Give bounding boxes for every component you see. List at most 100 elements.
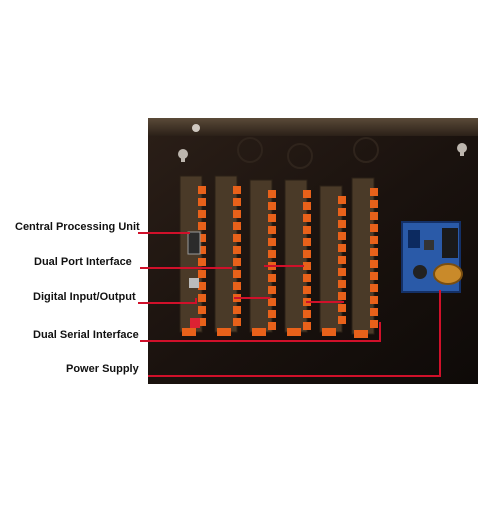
knockout bbox=[287, 143, 313, 169]
terminal-block bbox=[198, 270, 206, 278]
terminal-block bbox=[303, 262, 311, 270]
callout-cpu-label: Central Processing Unit bbox=[15, 221, 140, 233]
terminal-block bbox=[338, 280, 346, 288]
terminal-block bbox=[233, 186, 241, 194]
terminal-block bbox=[303, 310, 311, 318]
terminal-block bbox=[370, 224, 378, 232]
terminal-block bbox=[303, 322, 311, 330]
terminal-block bbox=[198, 306, 206, 314]
terminal-block bbox=[303, 286, 311, 294]
network-jack bbox=[189, 278, 199, 288]
leader-lines bbox=[138, 232, 441, 377]
board-connector bbox=[182, 328, 196, 336]
terminal-block bbox=[303, 274, 311, 282]
terminal-block bbox=[338, 208, 346, 216]
power-terminal-block bbox=[442, 228, 458, 258]
regulator bbox=[424, 240, 434, 250]
board-connector bbox=[252, 328, 266, 336]
terminal-block bbox=[268, 250, 276, 258]
terminal-block bbox=[198, 198, 206, 206]
terminal-block bbox=[268, 310, 276, 318]
terminal-block bbox=[338, 292, 346, 300]
terminal-block bbox=[233, 246, 241, 254]
mounting-keyhole-slot bbox=[460, 148, 464, 156]
terminal-block bbox=[303, 238, 311, 246]
callout-dual-port-label: Dual Port Interface bbox=[34, 256, 132, 268]
terminal-block bbox=[268, 202, 276, 210]
knockout bbox=[237, 137, 263, 163]
knockout bbox=[353, 137, 379, 163]
terminal-block bbox=[233, 306, 241, 314]
terminal-block bbox=[338, 244, 346, 252]
terminal-block bbox=[268, 238, 276, 246]
terminal-block bbox=[268, 226, 276, 234]
board-connector bbox=[354, 330, 368, 338]
callout-digital-io-label: Digital Input/Output bbox=[33, 291, 136, 303]
terminal-block bbox=[370, 296, 378, 304]
enclosure-lid bbox=[148, 118, 478, 136]
terminal-block bbox=[370, 236, 378, 244]
leader-line bbox=[140, 265, 304, 269]
terminal-block bbox=[303, 226, 311, 234]
terminal-block bbox=[233, 222, 241, 230]
capacitor bbox=[408, 230, 420, 248]
terminal-block bbox=[233, 270, 241, 278]
board-connector bbox=[287, 328, 301, 336]
terminal-block bbox=[303, 190, 311, 198]
terminal-block bbox=[198, 186, 206, 194]
terminal-block bbox=[370, 212, 378, 220]
terminal-block bbox=[198, 294, 206, 302]
terminal-block bbox=[198, 222, 206, 230]
terminal-block bbox=[233, 198, 241, 206]
terminal-block bbox=[338, 316, 346, 324]
terminal-block bbox=[233, 234, 241, 242]
terminal-block bbox=[268, 322, 276, 330]
cpu-indicator bbox=[190, 318, 200, 328]
callout-power-supply-label: Power Supply bbox=[66, 363, 139, 375]
terminal-block bbox=[370, 284, 378, 292]
circuit-boards bbox=[179, 175, 378, 338]
terminal-block bbox=[233, 210, 241, 218]
terminal-block bbox=[198, 318, 206, 326]
terminal-block bbox=[268, 214, 276, 222]
terminal-block bbox=[268, 286, 276, 294]
terminal-block bbox=[303, 214, 311, 222]
terminal-block bbox=[303, 250, 311, 258]
terminal-block bbox=[233, 258, 241, 266]
terminal-block bbox=[198, 234, 206, 242]
serial-connector bbox=[187, 231, 201, 255]
terminal-block bbox=[370, 188, 378, 196]
transformer-coil bbox=[433, 263, 463, 285]
leader-line bbox=[140, 322, 381, 342]
terminal-block bbox=[233, 318, 241, 326]
terminal-block bbox=[370, 248, 378, 256]
terminal-block bbox=[370, 320, 378, 328]
terminal-block bbox=[198, 282, 206, 290]
terminal-block bbox=[338, 196, 346, 204]
lid-screw bbox=[192, 124, 200, 132]
terminal-block bbox=[338, 304, 346, 312]
terminal-block bbox=[268, 298, 276, 306]
terminal-block bbox=[338, 220, 346, 228]
terminal-block bbox=[338, 232, 346, 240]
terminal-block bbox=[303, 202, 311, 210]
leader-line bbox=[138, 297, 344, 304]
callout-dual-serial-label: Dual Serial Interface bbox=[33, 329, 139, 341]
terminal-block bbox=[268, 274, 276, 282]
mounting-keyhole-slot bbox=[181, 154, 185, 162]
terminal-block bbox=[370, 260, 378, 268]
terminal-block bbox=[370, 200, 378, 208]
terminal-block bbox=[198, 258, 206, 266]
terminal-block bbox=[198, 246, 206, 254]
terminal-block bbox=[370, 308, 378, 316]
capacitor-round bbox=[413, 265, 427, 279]
terminal-block bbox=[198, 210, 206, 218]
leader-line bbox=[148, 290, 441, 377]
terminal-block bbox=[268, 190, 276, 198]
terminal-block bbox=[338, 256, 346, 264]
board-connector bbox=[322, 328, 336, 336]
terminal-block bbox=[338, 268, 346, 276]
terminal-block bbox=[370, 272, 378, 280]
